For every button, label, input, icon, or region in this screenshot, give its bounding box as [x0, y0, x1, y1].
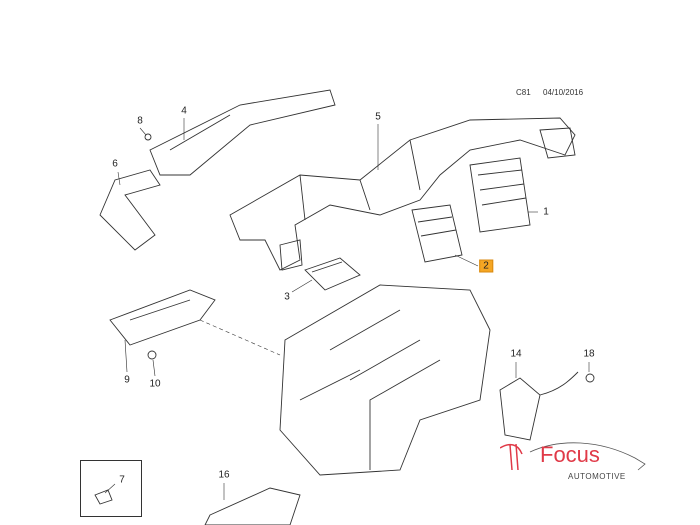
actuator-14	[499, 371, 579, 441]
callout-2-highlighted: 2	[479, 259, 493, 273]
callout-16: 16	[218, 469, 230, 481]
leader-lines	[104, 118, 590, 500]
callout-3: 3	[284, 291, 290, 303]
callout-9: 9	[124, 374, 130, 386]
vent-1	[469, 157, 531, 233]
callout-1: 1	[543, 206, 549, 218]
duct-16	[204, 487, 301, 525]
callout-14: 14	[510, 348, 522, 360]
vent-2	[411, 204, 463, 263]
watermark-subtitle: AUTOMOTIVE	[568, 472, 626, 481]
callout-4: 4	[181, 105, 187, 117]
watermark-logo: Focus AUTOMOTIVE	[500, 440, 650, 490]
diagram-code: C81	[516, 88, 531, 97]
callout-10: 10	[149, 378, 161, 390]
callout-6: 6	[112, 158, 118, 170]
main-air-duct	[229, 117, 576, 271]
diagram-date: 04/10/2016	[543, 88, 584, 97]
car-outline-icon	[500, 442, 646, 471]
side-duct-6	[99, 169, 161, 251]
vent-3	[304, 257, 361, 291]
callout-5: 5	[375, 111, 381, 123]
bolt-8	[144, 133, 152, 141]
callout-8: 8	[137, 115, 143, 127]
bolt-18	[585, 373, 595, 383]
screw-7	[94, 489, 113, 505]
callout-18: 18	[583, 348, 595, 360]
callout-7: 7	[119, 474, 125, 486]
defrost-duct-4	[149, 89, 336, 176]
hvac-housing	[279, 284, 491, 476]
watermark-brand: Focus	[540, 442, 600, 467]
clip-10	[147, 350, 157, 360]
detail-box-7	[80, 460, 142, 517]
duct-9	[109, 289, 216, 346]
